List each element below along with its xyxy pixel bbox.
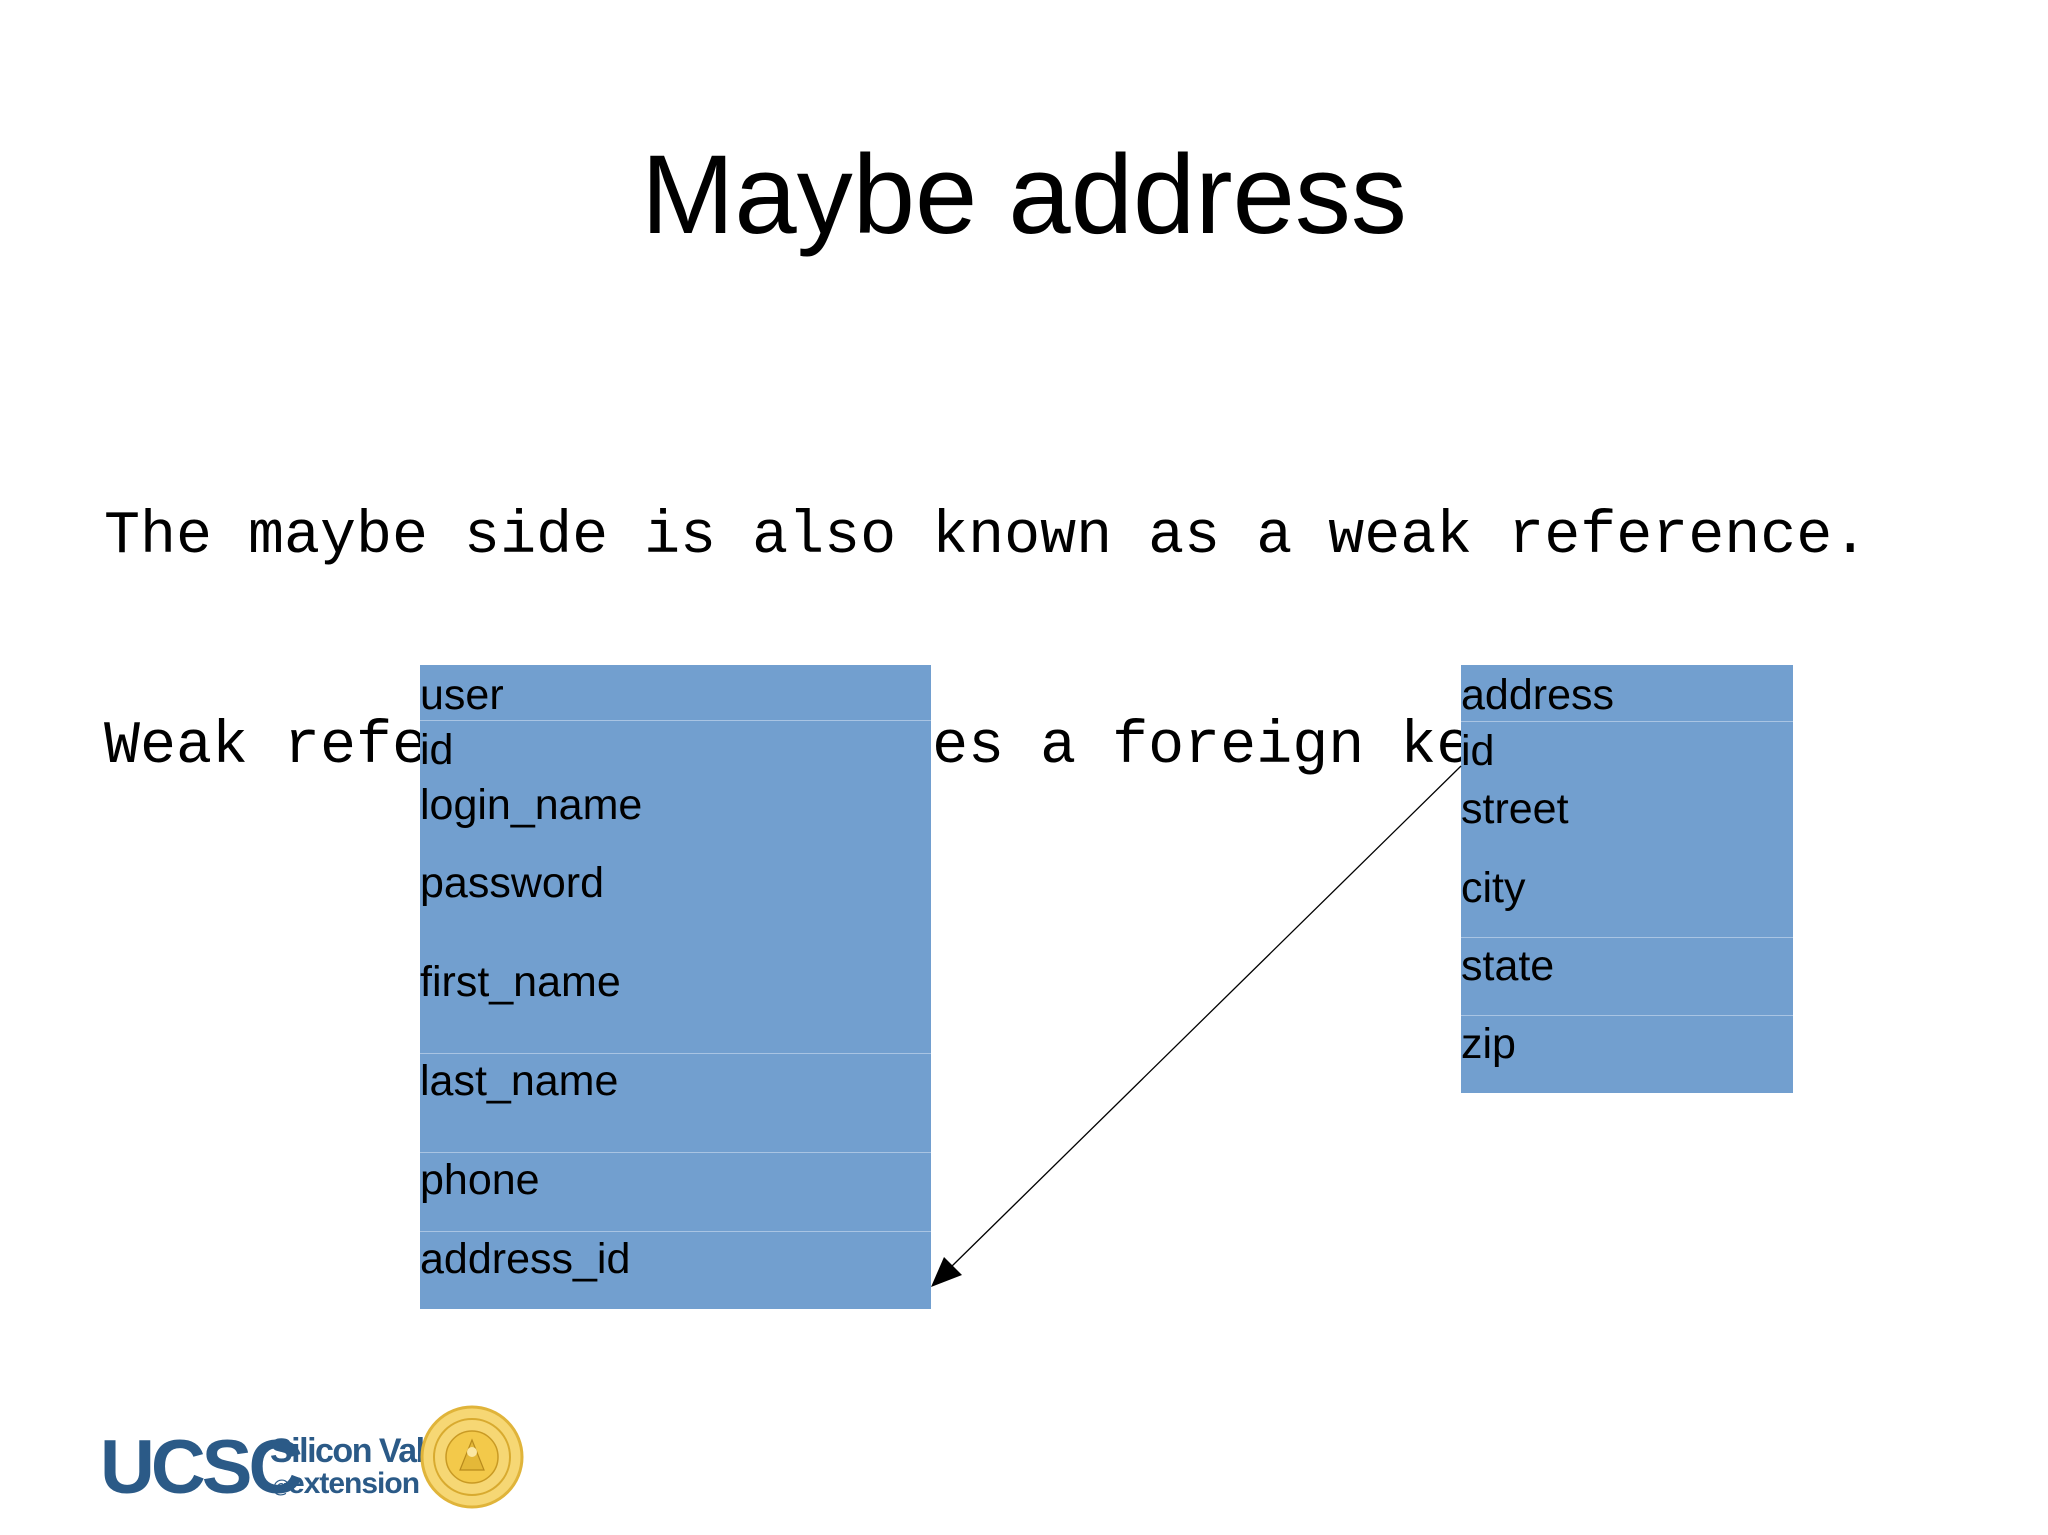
- logo-mark: UCSC: [100, 1425, 301, 1510]
- slide-title: Maybe address: [641, 132, 1407, 257]
- field-address-city: city: [1461, 864, 1526, 912]
- logo-line-2: extension: [288, 1467, 419, 1500]
- field-user-address-id: address_id: [420, 1235, 631, 1283]
- university-seal-icon: [420, 1405, 524, 1509]
- field-user-first-name: first_name: [420, 958, 621, 1006]
- entity-divider: [1461, 721, 1793, 722]
- entity-divider: [1461, 1015, 1793, 1016]
- entity-divider: [420, 720, 931, 721]
- entity-divider: [420, 1231, 931, 1232]
- entity-divider: [420, 1152, 931, 1153]
- entity-user-header: user: [420, 671, 504, 719]
- body-line-1: The maybe side is also known as a weak r…: [104, 503, 1869, 571]
- entity-divider: [1461, 937, 1793, 938]
- field-user-last-name: last_name: [420, 1057, 619, 1105]
- field-address-state: state: [1461, 942, 1555, 990]
- entity-divider: [420, 1053, 931, 1054]
- field-user-phone: phone: [420, 1156, 540, 1204]
- ucsc-extension-logo: UCSC Silicon Valley @ extension: [100, 1400, 530, 1515]
- field-user-id: id: [420, 726, 454, 774]
- field-user-password: password: [420, 859, 605, 907]
- entity-user: user id login_name password first_name l…: [420, 665, 931, 1309]
- entity-address: address id street city state zip: [1461, 665, 1793, 1093]
- logo-graphic: UCSC Silicon Valley @ extension: [100, 1405, 524, 1510]
- field-address-id: id: [1461, 727, 1495, 775]
- field-address-zip: zip: [1461, 1020, 1516, 1068]
- entity-address-header: address: [1461, 671, 1614, 719]
- field-address-street: street: [1461, 785, 1569, 833]
- arrowhead-icon: [931, 1257, 962, 1287]
- logo-at-icon: @: [272, 1477, 290, 1497]
- field-user-login-name: login_name: [420, 781, 643, 829]
